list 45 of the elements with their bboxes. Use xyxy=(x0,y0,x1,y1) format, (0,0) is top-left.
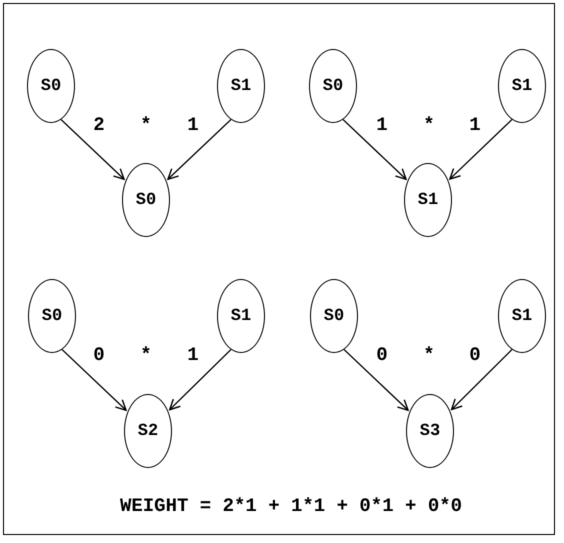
weight-factor: 1 xyxy=(187,344,199,366)
weight-factor: * xyxy=(140,344,152,366)
state-ellipse xyxy=(217,49,265,123)
arrow xyxy=(62,349,127,411)
state-ellipse xyxy=(309,49,357,123)
arrow xyxy=(168,349,232,410)
weight-factor: 1 xyxy=(376,114,388,136)
weight-factor: * xyxy=(423,114,435,136)
weight-factor: 1 xyxy=(187,114,199,136)
state-label: S1 xyxy=(230,306,252,326)
state-label: S0 xyxy=(42,306,62,326)
state-ellipse xyxy=(217,279,265,353)
weight-factor: 0 xyxy=(376,344,388,366)
state-ellipse xyxy=(124,394,172,468)
state-ellipse xyxy=(122,163,170,237)
state-label: S0 xyxy=(324,306,344,326)
arrow xyxy=(449,119,512,180)
weight-factor: 0 xyxy=(93,344,105,366)
weight-factor: 0 xyxy=(469,344,481,366)
state-ellipse xyxy=(406,394,454,468)
weight-factor: 1 xyxy=(469,114,481,136)
weight-factor: * xyxy=(423,344,435,366)
state-label: S3 xyxy=(420,422,440,440)
state-label: S0 xyxy=(136,190,156,210)
weight-factor: * xyxy=(140,114,152,136)
state-ellipse xyxy=(310,279,358,353)
state-ellipse xyxy=(498,279,546,353)
arrow xyxy=(344,349,409,411)
weight-factor: 2 xyxy=(93,114,105,136)
arrow xyxy=(450,349,512,410)
state-label: S1 xyxy=(418,190,438,210)
state-label: S2 xyxy=(138,422,158,440)
state-ellipse xyxy=(404,163,452,237)
state-label: S1 xyxy=(512,306,532,326)
arrow xyxy=(60,119,125,180)
weight-formula: WEIGHT = 2*1 + 1*1 + 0*1 + 0*0 xyxy=(120,495,462,517)
state-ellipse xyxy=(27,49,75,123)
state-label: S0 xyxy=(40,76,62,96)
arrow xyxy=(167,119,232,180)
state-label: S1 xyxy=(230,76,252,96)
state-label: S0 xyxy=(322,76,344,96)
arrow xyxy=(342,119,407,180)
state-ellipse xyxy=(498,49,546,123)
state-label: S1 xyxy=(512,76,532,96)
state-ellipse xyxy=(28,279,76,353)
